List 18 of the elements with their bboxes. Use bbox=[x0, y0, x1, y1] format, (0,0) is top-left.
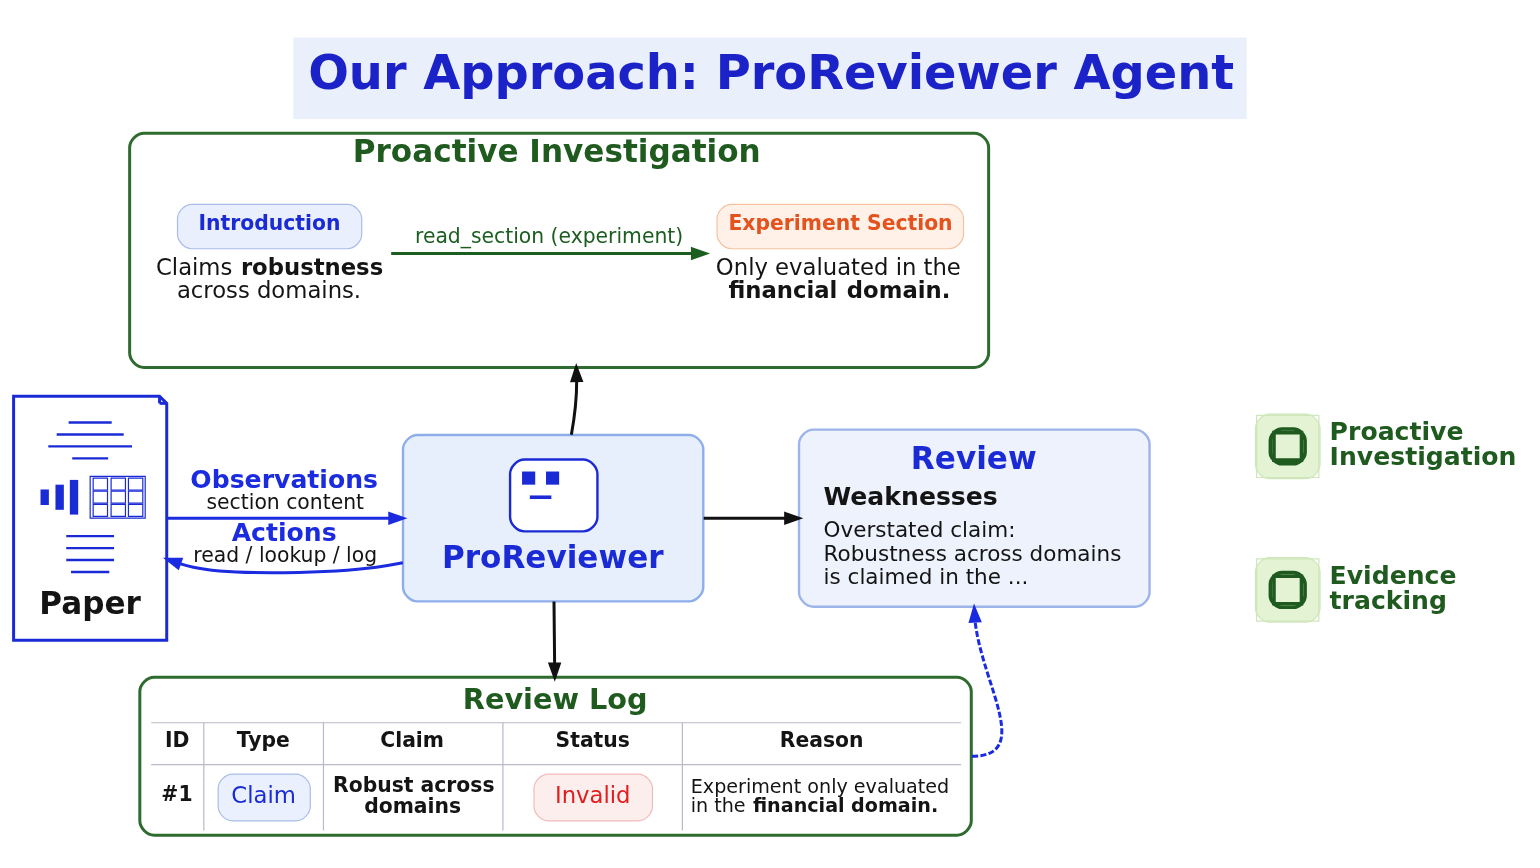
arrow bbox=[968, 603, 1004, 758]
arrow bbox=[391, 246, 711, 261]
edge-label: Observations section content bbox=[190, 465, 379, 515]
node-label: Claims robustness across domains. bbox=[155, 254, 384, 304]
arrow bbox=[569, 362, 584, 436]
legend-label: Evidence tracking bbox=[1329, 560, 1457, 615]
node-box: Review Log ID Type Claim Status Reason #1 Claim Robust across domains Invalid Experiment only evaluated in the financial domain. bbox=[138, 675, 973, 837]
edge-label: read_section (experiment) bbox=[414, 224, 684, 249]
arrow bbox=[703, 511, 804, 525]
arrow bbox=[167, 511, 408, 525]
arrow bbox=[547, 601, 562, 682]
edge-label: Actions read / lookup / log bbox=[193, 517, 378, 567]
node-box: Review Weaknesses Overstated claim: Robustness across domains is claimed in the ... bbox=[797, 428, 1151, 608]
node-box: ProReviewer bbox=[401, 433, 705, 603]
arrow bbox=[162, 557, 404, 575]
diagram-title: Our Approach: ProReviewer Agent bbox=[308, 45, 1235, 101]
legend-label: Proactive Investigation bbox=[1329, 417, 1517, 472]
node-label: Only evaluated in the financial domain. bbox=[715, 254, 961, 304]
